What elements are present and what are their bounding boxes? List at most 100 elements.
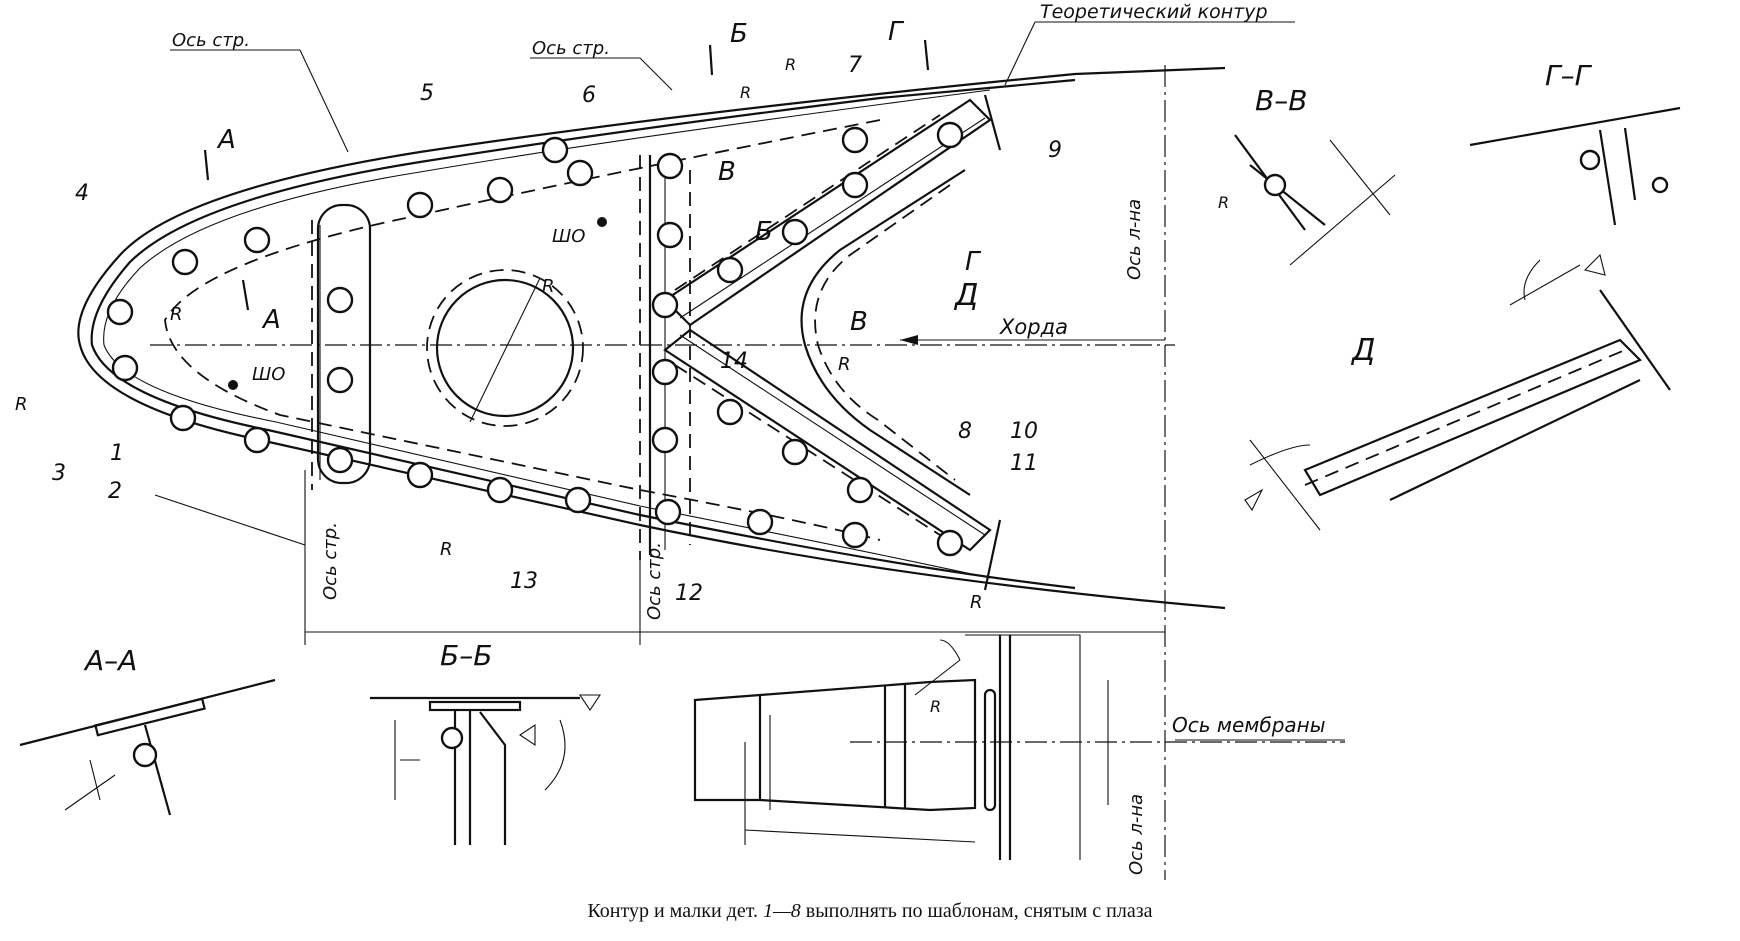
rivet-hole <box>716 398 744 426</box>
rivet-hole <box>841 521 869 549</box>
rivet-hole <box>326 286 354 314</box>
radius-label: R <box>838 354 851 375</box>
rivet-hole <box>243 226 271 254</box>
caption-part-range: 1—8 <box>762 900 801 922</box>
section-mark-label: В <box>718 157 736 187</box>
rivet-hole <box>781 218 809 246</box>
os-str-label: Ось стр. <box>532 38 610 59</box>
os-lna-label-top: Ось л-на <box>1124 199 1145 280</box>
rivet-hole <box>541 136 569 164</box>
part-label: 12 <box>675 581 703 606</box>
rivet-hole <box>841 171 869 199</box>
rivet-hole <box>111 354 139 382</box>
part-label: 3 <box>52 461 66 486</box>
rear-spar-upper <box>983 94 1002 151</box>
section-mark-label: Б <box>755 217 773 247</box>
part-label: 10 <box>1010 419 1038 444</box>
rivet-hole <box>936 121 964 149</box>
section-aa: А–А <box>19 644 276 816</box>
rivet-hole <box>841 126 869 154</box>
upper-diagonal-strut <box>663 98 992 327</box>
radius-label: R <box>740 83 751 102</box>
rivet-hole <box>169 404 197 432</box>
section-gg: Г–Г <box>1469 59 1681 226</box>
caption-text-before: Контур и малки дет. <box>587 900 763 922</box>
radius-label: R <box>1218 193 1229 212</box>
membrane-axis-label: Ось мембраны <box>1172 713 1326 737</box>
rivet-hole <box>846 476 874 504</box>
rivet-hole <box>654 498 682 526</box>
skin-contour-outer <box>77 66 1226 610</box>
radius-label: R <box>440 539 453 560</box>
rivet-hole <box>651 291 679 319</box>
section-mark-label: В <box>850 307 868 337</box>
rivet-hole <box>243 426 271 454</box>
theor-contour-leader <box>1004 21 1036 86</box>
os-str-leader <box>299 49 349 153</box>
chord-label: Хорда <box>999 315 1068 339</box>
rivet-hole <box>406 191 434 219</box>
rivet-hole <box>406 461 434 489</box>
section-mark-label: Г <box>888 17 905 47</box>
v-cutout <box>800 169 971 496</box>
os-str-leader <box>639 57 673 91</box>
part-label: 8 <box>958 419 972 444</box>
rivet-hole <box>326 446 354 474</box>
section-mark-label: А <box>216 125 236 155</box>
part-label: 4 <box>75 181 89 206</box>
skin-contour-inner2 <box>103 89 991 579</box>
hole-dim-line <box>469 277 541 423</box>
caption-text-after: выполнять по шаблонам, снятым с плаза <box>800 900 1153 922</box>
rivet-hole <box>566 159 594 187</box>
rivet-hole <box>171 248 199 276</box>
chord-arrowhead <box>900 335 918 345</box>
rivet-hole <box>656 221 684 249</box>
rivet-hole <box>746 508 774 536</box>
part-label: 9 <box>1048 138 1062 163</box>
tooling-hole-mark <box>228 380 238 390</box>
section-title: В–В <box>1255 84 1307 117</box>
rivet-hole <box>486 476 514 504</box>
lower-diagonal-strut <box>663 328 992 552</box>
section-title: Г–Г <box>1545 59 1593 92</box>
drawing-caption: Контур и малки дет. 1—8 выполнять по шаб… <box>0 900 1740 923</box>
os-str-label: Ось стр. <box>320 522 341 600</box>
v-cutout-inner <box>814 184 956 481</box>
membrane-detail: Ось мембраны R <box>693 634 1345 860</box>
main-rib-view: Теоретический контур Хорда Ось л-на Ось … <box>15 1 1295 880</box>
rivet-hole <box>564 486 592 514</box>
part-label: 5 <box>420 81 434 106</box>
tooling-hole-label: ШО <box>552 226 585 247</box>
section-title: Б–Б <box>440 639 492 672</box>
rivet-hole <box>106 298 134 326</box>
section-mark-label: Г <box>965 247 982 277</box>
rivet-hole <box>656 152 684 180</box>
rear-spar-lower <box>983 519 1002 591</box>
rivet-hole <box>326 366 354 394</box>
radius-label: R <box>170 304 183 325</box>
rivet-hole <box>936 529 964 557</box>
rivet-holes <box>106 121 964 557</box>
view-title: Д <box>1350 333 1375 368</box>
radius-labels: R R R R R R R R <box>15 55 983 613</box>
section-mark-label: Б <box>730 19 748 49</box>
part-labels: 1 2 3 4 5 6 7 8 9 10 11 12 13 14 <box>52 53 1062 606</box>
tooling-hole-label: ШО <box>252 364 285 385</box>
section-marks: А А Б Б Г Г В В Д <box>203 17 982 337</box>
radius-label: R <box>930 697 941 716</box>
rivet-hole <box>781 438 809 466</box>
part-label: 6 <box>582 83 596 108</box>
radius-label: R <box>15 394 28 415</box>
part-label: 1 <box>110 441 124 466</box>
rivet-hole <box>486 176 514 204</box>
rivet-hole <box>716 256 744 284</box>
rivet-hole <box>651 426 679 454</box>
part-label: 13 <box>510 569 538 594</box>
os-lna-label-bottom: Ось л-на <box>1126 794 1147 875</box>
os-str-label: Ось стр. <box>172 30 250 51</box>
part-label: 14 <box>720 349 748 374</box>
rivet-line <box>164 119 881 541</box>
view-d: Д <box>1244 253 1671 531</box>
radius-label: R <box>785 55 796 74</box>
